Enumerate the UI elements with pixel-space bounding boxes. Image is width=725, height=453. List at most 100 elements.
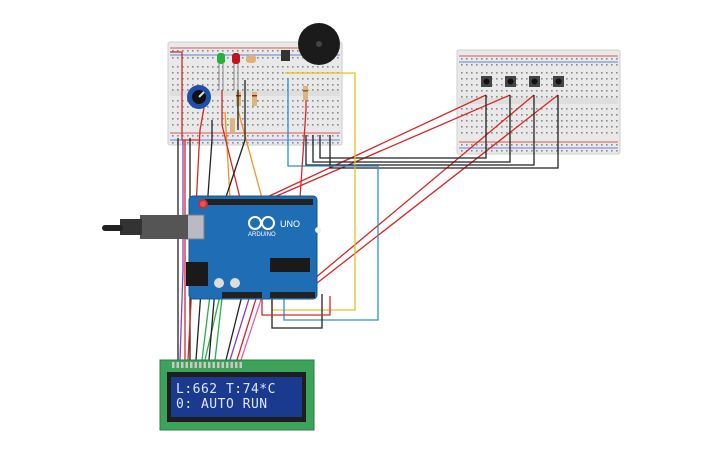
breadboard-hole: [501, 58, 503, 60]
green-led[interactable]: [217, 53, 225, 90]
breadboard-hole: [262, 57, 264, 59]
breadboard-hole: [282, 124, 284, 126]
breadboard-hole: [262, 112, 264, 114]
potentiometer[interactable]: [187, 85, 211, 109]
breadboard-hole: [501, 126, 503, 128]
breadboard-hole: [566, 72, 568, 74]
breadboard-hole: [531, 126, 533, 128]
breadboard-hole: [531, 90, 533, 92]
breadboard-hole: [192, 66, 194, 68]
breadboard-hole: [307, 124, 309, 126]
breadboard-hole: [192, 135, 194, 137]
breadboard-hole: [312, 66, 314, 68]
pushbutton-1[interactable]: [481, 76, 492, 87]
breadboard-hole: [272, 100, 274, 102]
breadboard-hole: [526, 84, 528, 86]
breadboard-hole: [217, 142, 219, 144]
breadboard-hole: [192, 84, 194, 86]
breadboard-hole: [601, 144, 603, 146]
breadboard-hole: [546, 126, 548, 128]
breadboard-hole: [501, 96, 503, 98]
pushbutton-3[interactable]: [529, 76, 540, 87]
breadboard-hole: [262, 135, 264, 137]
breadboard-hole: [267, 100, 269, 102]
arduino-uno-board[interactable]: ARDUINO UNO: [188, 195, 321, 300]
breadboard-hole: [222, 50, 224, 52]
breadboard-hole: [182, 135, 184, 137]
breadboard-hole: [232, 106, 234, 108]
breadboard-hole: [327, 106, 329, 108]
breadboard-hole: [611, 120, 613, 122]
breadboard-hole: [496, 64, 498, 66]
breadboard-hole: [242, 84, 244, 86]
breadboard-hole: [546, 90, 548, 92]
breadboard-hole: [496, 58, 498, 60]
breadboard-hole: [576, 72, 578, 74]
lcd-pin: [194, 362, 197, 368]
right-breadboard[interactable]: [456, 49, 621, 155]
pushbutton-4[interactable]: [553, 76, 564, 87]
breadboard-hole: [262, 106, 264, 108]
breadboard-hole: [337, 78, 339, 80]
breadboard-hole: [501, 144, 503, 146]
breadboard-hole: [596, 72, 598, 74]
breadboard-hole: [202, 50, 204, 52]
breadboard-hole: [481, 90, 483, 92]
breadboard-hole: [541, 114, 543, 116]
breadboard-hole: [217, 135, 219, 137]
resistor-4[interactable]: [230, 118, 235, 132]
breadboard-hole: [257, 112, 259, 114]
breadboard-hole: [282, 78, 284, 80]
breadboard-hole: [486, 96, 488, 98]
usb-cable[interactable]: [102, 214, 208, 286]
breadboard-hole: [242, 50, 244, 52]
breadboard-hole: [541, 72, 543, 74]
breadboard-hole: [566, 90, 568, 92]
breadboard-hole: [571, 108, 573, 110]
pushbutton-2[interactable]: [505, 76, 516, 87]
breadboard-hole: [172, 78, 174, 80]
breadboard-hole: [476, 78, 478, 80]
breadboard-hole: [526, 108, 528, 110]
breadboard-hole: [536, 58, 538, 60]
resistor-2[interactable]: [252, 92, 257, 106]
resistor-3[interactable]: [303, 86, 308, 100]
lcd-display[interactable]: L:662 T:74*C 0: AUTO RUN: [159, 359, 315, 431]
breadboard-hole: [471, 64, 473, 66]
breadboard-hole: [466, 126, 468, 128]
breadboard-hole: [546, 96, 548, 98]
breadboard-hole: [496, 150, 498, 152]
breadboard-hole: [461, 126, 463, 128]
breadboard-hole: [461, 114, 463, 116]
breadboard-hole: [187, 57, 189, 59]
piezo-buzzer[interactable]: [281, 23, 340, 65]
breadboard-hole: [616, 58, 618, 60]
breadboard-hole: [496, 120, 498, 122]
breadboard-hole: [337, 118, 339, 120]
breadboard-hole: [197, 84, 199, 86]
breadboard-hole: [217, 112, 219, 114]
breadboard-hole: [526, 90, 528, 92]
breadboard-hole: [267, 124, 269, 126]
breadboard-hole: [262, 66, 264, 68]
breadboard-hole: [551, 144, 553, 146]
breadboard-hole: [207, 135, 209, 137]
breadboard-hole: [212, 66, 214, 68]
breadboard-hole: [232, 135, 234, 137]
breadboard-hole: [591, 126, 593, 128]
lcd-pin: [235, 362, 238, 368]
red-led[interactable]: [232, 53, 240, 90]
breadboard-hole: [192, 72, 194, 74]
breadboard-hole: [571, 150, 573, 152]
breadboard-hole: [596, 96, 598, 98]
breadboard-hole: [232, 66, 234, 68]
breadboard-hole: [172, 112, 174, 114]
breadboard-hole: [252, 135, 254, 137]
breadboard-hole: [606, 126, 608, 128]
breadboard-hole: [267, 78, 269, 80]
breadboard-hole: [556, 108, 558, 110]
breadboard-hole: [282, 89, 284, 91]
breadboard-hole: [187, 118, 189, 120]
photoresistor[interactable]: [246, 55, 256, 63]
